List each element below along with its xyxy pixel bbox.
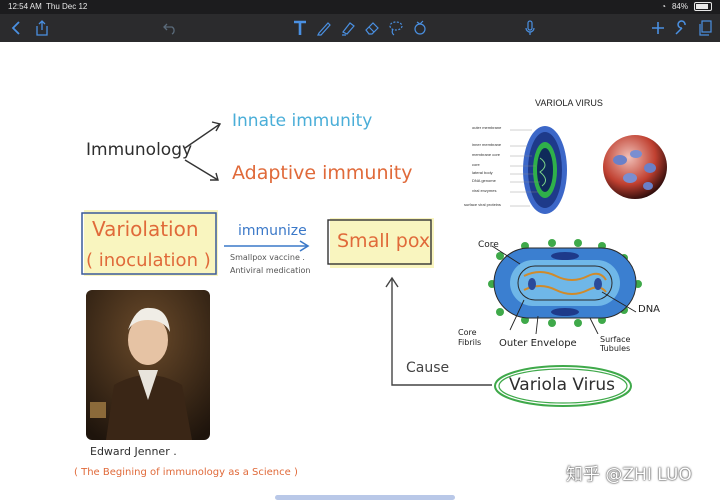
status-time: 12:54 AM bbox=[8, 2, 42, 11]
smallpox-highlight bbox=[330, 218, 434, 268]
virus-sketch bbox=[488, 239, 642, 334]
undo-icon[interactable] bbox=[160, 14, 180, 42]
edward-jenner-portrait bbox=[86, 290, 210, 440]
note-adaptive: Adaptive immunity bbox=[232, 162, 413, 184]
add-icon[interactable] bbox=[648, 14, 668, 42]
back-icon[interactable] bbox=[6, 14, 26, 42]
status-bar: 12:54 AM Thu Dec 12 ◔ 84% bbox=[0, 0, 720, 14]
text-tool-icon[interactable] bbox=[290, 14, 310, 42]
note-antiviral: Antiviral medication bbox=[230, 266, 311, 275]
variola-ellipse bbox=[494, 365, 632, 407]
status-right: ◔ 84% bbox=[661, 2, 712, 11]
note-beginning: ( The Begining of immunology as a Scienc… bbox=[74, 467, 298, 478]
diagram-label: membrane core bbox=[472, 152, 501, 157]
virus-diagram-title: VARIOLA VIRUS bbox=[535, 98, 603, 108]
pen-icon[interactable] bbox=[314, 14, 334, 42]
diagram-label: viral enzymes bbox=[472, 188, 497, 193]
arrow-adaptive bbox=[184, 159, 219, 181]
wrench-icon[interactable] bbox=[672, 14, 692, 42]
share-icon[interactable] bbox=[32, 14, 52, 42]
sketch-label-dna: DNA bbox=[638, 304, 661, 315]
note-cause: Cause bbox=[406, 360, 450, 376]
diagram-label: lateral body bbox=[472, 170, 493, 175]
home-indicator[interactable] bbox=[275, 495, 455, 500]
lasso-icon[interactable] bbox=[386, 14, 406, 42]
note-variola-virus: Variola Virus bbox=[509, 375, 615, 395]
microphone-icon[interactable] bbox=[520, 14, 540, 42]
note-immunology: Immunology bbox=[86, 140, 193, 160]
diagram-label: core bbox=[472, 162, 480, 167]
variolation-highlight bbox=[84, 210, 218, 276]
status-date: Thu Dec 12 bbox=[46, 2, 88, 11]
sketch-label-core: Core bbox=[478, 240, 499, 250]
note-immunize: immunize bbox=[238, 223, 307, 239]
note-variolation: Variolation bbox=[92, 217, 199, 241]
eraser-icon[interactable] bbox=[362, 14, 382, 42]
note-small-pox: Small pox bbox=[337, 230, 431, 252]
note-smallpox-vaccine: Smallpox vaccine . bbox=[230, 253, 305, 262]
diagram-label: outer membrane bbox=[472, 125, 502, 130]
note-inoculation: ( inoculation ) bbox=[86, 250, 211, 271]
diagram-label: surface viral proteins bbox=[464, 202, 501, 207]
pages-icon[interactable] bbox=[696, 14, 716, 42]
cause-arrow bbox=[391, 278, 492, 386]
watermark: 知乎 @ZHI LUO bbox=[566, 465, 692, 485]
battery-percent: 84% bbox=[671, 2, 688, 11]
virus-cross-section-diagram bbox=[510, 126, 567, 214]
note-innate: Innate immunity bbox=[232, 111, 373, 131]
battery-icon bbox=[694, 2, 712, 11]
sketch-label-core-fibrils: Core Fibrils bbox=[458, 328, 482, 347]
shapes-icon[interactable] bbox=[410, 14, 430, 42]
diagram-label: inner membrane bbox=[472, 142, 502, 147]
arrow-innate bbox=[184, 123, 221, 149]
virus-micrograph bbox=[603, 135, 667, 199]
sketch-label-surface-tubules: Surface Tubules bbox=[600, 335, 631, 353]
sketch-label-outer-envelope: Outer Envelope bbox=[499, 338, 577, 349]
smallpox-box bbox=[327, 219, 432, 265]
variolation-box bbox=[81, 212, 217, 275]
note-edward-jenner: Edward Jenner . bbox=[90, 445, 177, 458]
highlighter-icon[interactable] bbox=[338, 14, 358, 42]
wifi-icon: ◔ bbox=[661, 2, 666, 11]
diagram-label: DNA genome bbox=[472, 178, 496, 183]
toolbar bbox=[0, 14, 720, 42]
